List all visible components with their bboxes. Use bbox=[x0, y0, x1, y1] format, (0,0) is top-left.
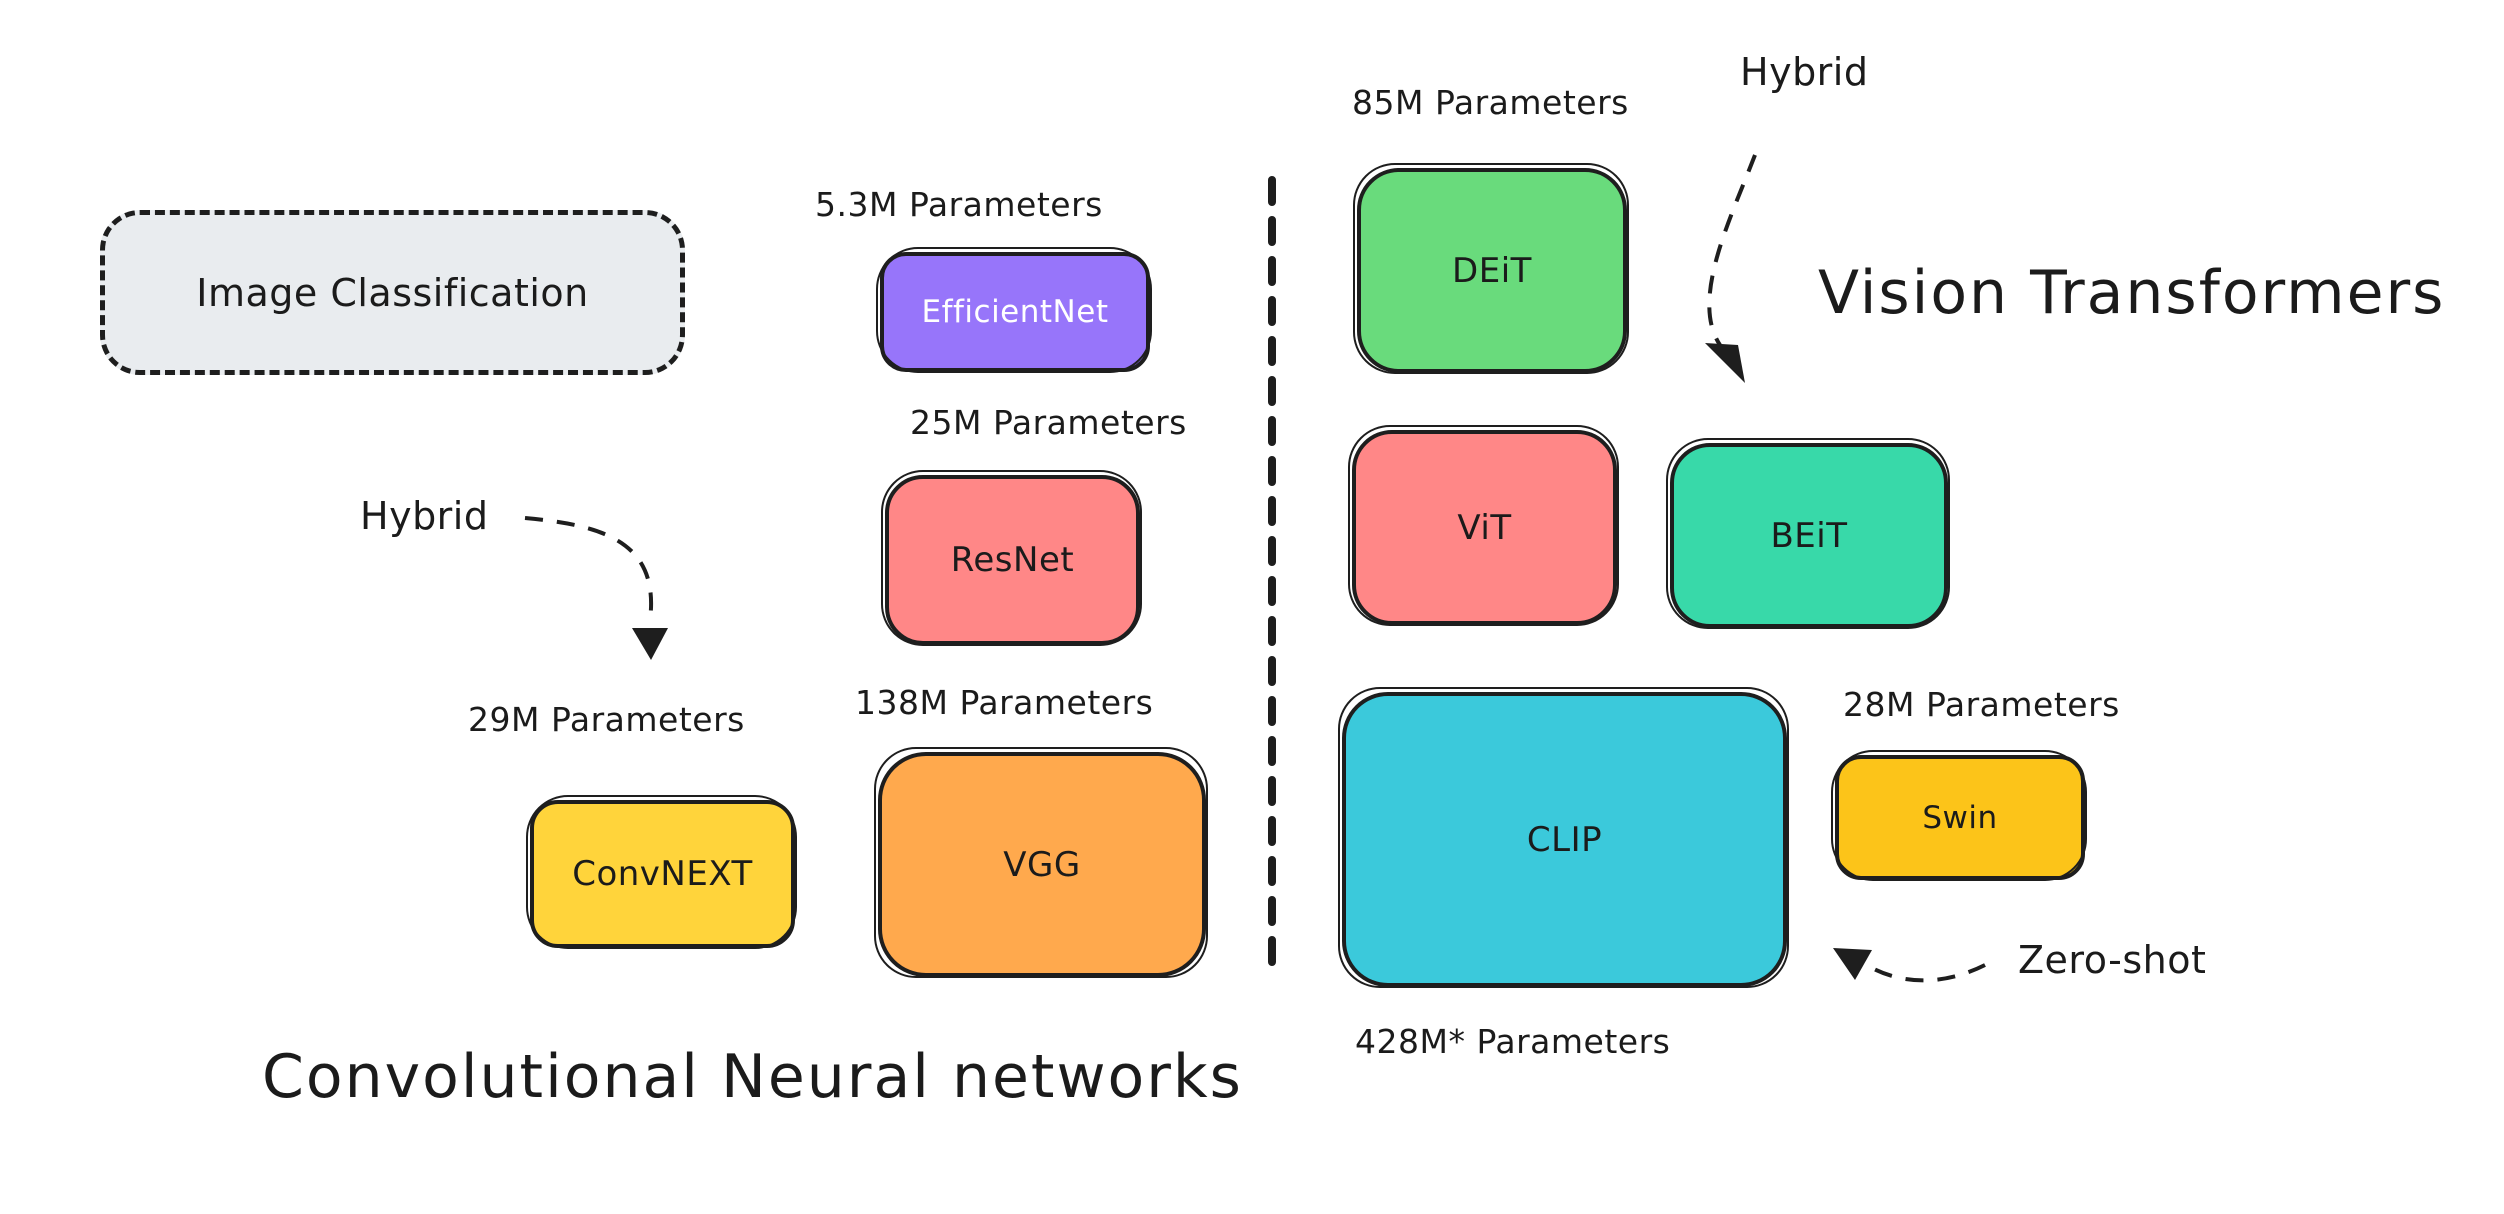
deit-params: 85M Parameters bbox=[1352, 83, 1629, 122]
task-label: Image Classification bbox=[196, 270, 589, 315]
efficientnet-label: EfficientNet bbox=[921, 294, 1109, 330]
beit-label: BEiT bbox=[1770, 515, 1848, 556]
swin-params: 28M Parameters bbox=[1843, 685, 2120, 724]
convnext-params: 29M Parameters bbox=[468, 700, 745, 739]
clip-params: 428M* Parameters bbox=[1355, 1022, 1671, 1061]
convnext-label: ConvNEXT bbox=[572, 854, 753, 894]
task-box-image-classification: Image Classification bbox=[100, 210, 685, 375]
resnet-box: ResNet bbox=[881, 470, 1142, 646]
swin-box: Swin bbox=[1831, 750, 2087, 881]
vit-label: ViT bbox=[1457, 507, 1512, 548]
zero-shot-arrowhead bbox=[1833, 948, 1872, 980]
cnn-section-title: Convolutional Neural networks bbox=[262, 1042, 1243, 1112]
deit-label: DEiT bbox=[1452, 250, 1532, 291]
vit-hybrid-arrow bbox=[1707, 154, 1757, 347]
vit-hybrid-note: Hybrid bbox=[1740, 50, 1869, 94]
cnn-hybrid-arrowhead bbox=[632, 628, 668, 660]
vgg-params: 138M Parameters bbox=[855, 683, 1154, 722]
vgg-label: VGG bbox=[1003, 844, 1081, 885]
vit-hybrid-arrowhead bbox=[1705, 343, 1745, 383]
swin-label: Swin bbox=[1922, 799, 1998, 836]
resnet-label: ResNet bbox=[950, 540, 1075, 580]
beit-box: BEiT bbox=[1666, 438, 1950, 629]
resnet-params: 25M Parameters bbox=[910, 403, 1187, 442]
zero-shot-arrow bbox=[1871, 963, 1986, 983]
clip-label: CLIP bbox=[1526, 819, 1603, 860]
vgg-box: VGG bbox=[874, 747, 1208, 978]
vit-section-title: Vision Transformers bbox=[1818, 258, 2446, 328]
efficientnet-params: 5.3M Parameters bbox=[815, 185, 1103, 224]
clip-box: CLIP bbox=[1338, 687, 1789, 988]
cnn-hybrid-note: Hybrid bbox=[360, 494, 489, 538]
zero-shot-note: Zero-shot bbox=[2018, 938, 2207, 982]
cnn-hybrid-arrow bbox=[524, 516, 654, 621]
